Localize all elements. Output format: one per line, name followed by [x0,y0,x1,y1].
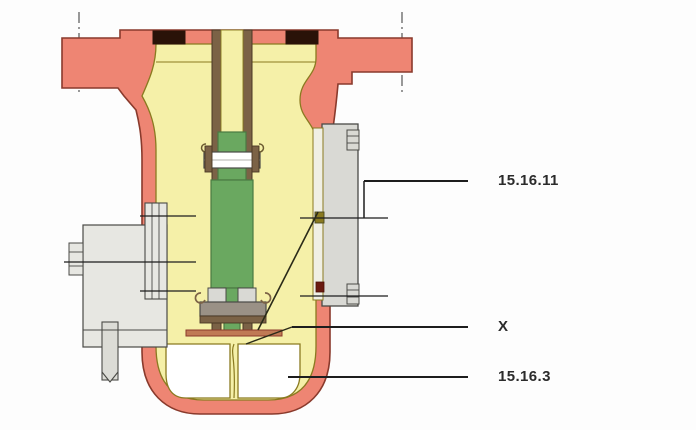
cylinder-main [210,179,254,289]
chamber-group [165,343,301,399]
label-15-16-11: 15.16.11 [498,172,559,189]
plate-stud-lower [315,281,325,293]
x-diagonal-leader-b [245,326,293,345]
actuator-flange [144,202,168,300]
lower-clamp-base [199,315,267,324]
callout-leader-group [288,180,468,378]
lower-loop-right [260,292,272,304]
lower-clamp-bar [199,301,267,317]
upper-clamp [200,143,265,173]
label-x: X [498,318,509,335]
clamp-rail-right [251,145,260,173]
chamber-left [165,343,231,399]
chamber-divider [231,343,236,399]
chamber-right [237,343,301,399]
plate-bolt-upper [346,129,360,151]
label-15-16-3: 15.16.3 [498,368,551,385]
actuator-pin-tip [101,371,119,383]
leader-151611 [363,180,468,218]
plate-body [321,123,359,307]
clamp-seat-plate [185,329,283,337]
left-actuator [68,202,168,383]
lower-loop-left [194,292,206,304]
clamp-rail-left [204,145,213,173]
right-mounting-plate [312,123,360,307]
lower-clamp [185,287,283,337]
seal-block-right [285,30,319,45]
actuator-pin [101,321,119,381]
seal-block-group [152,30,319,45]
seal-block-left [152,30,186,45]
plate-bolt-lower [346,283,360,305]
x-diagonal-leader-a [257,211,319,331]
actuator-bolt-cluster [68,242,84,276]
rod-gap-upper [220,29,244,136]
internal-leader-group [64,211,388,345]
